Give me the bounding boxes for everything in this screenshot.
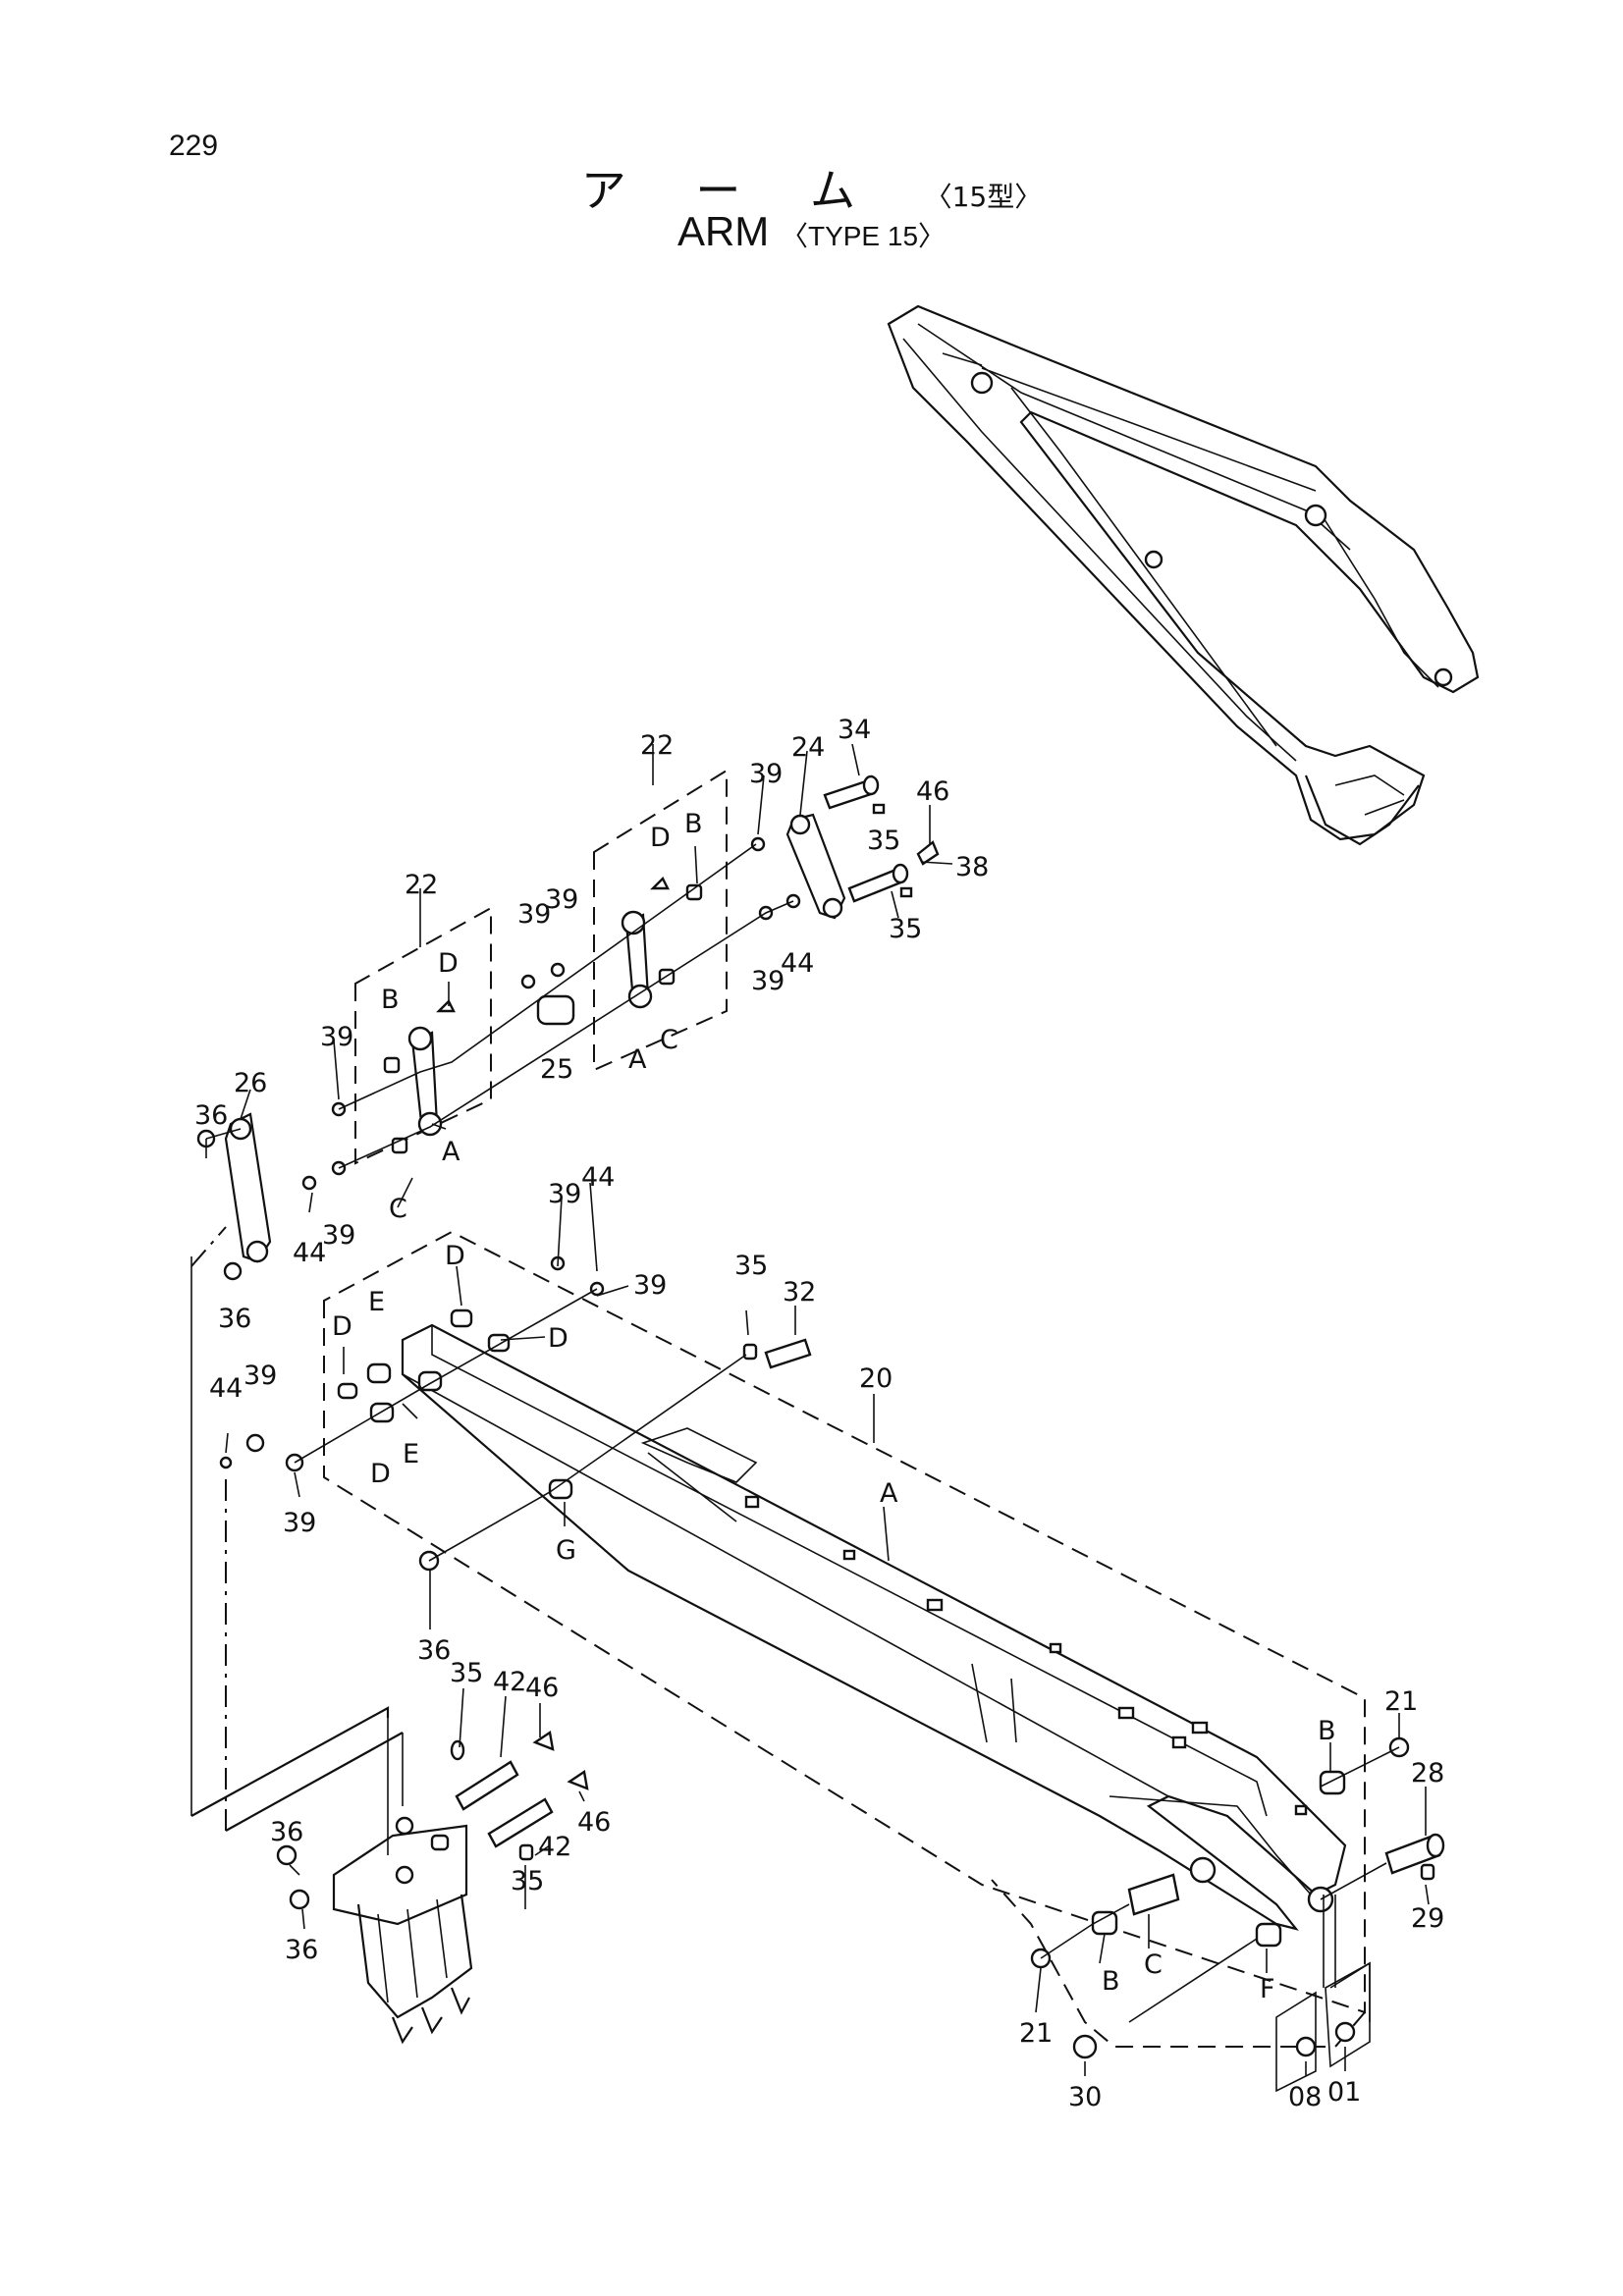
label-b-right: B <box>684 809 703 839</box>
label-36-a: 36 <box>194 1100 228 1131</box>
label-20: 20 <box>859 1363 893 1394</box>
label-44-c: 44 <box>581 1162 615 1193</box>
label-36-d: 36 <box>270 1817 303 1847</box>
label-28: 28 <box>1411 1758 1444 1789</box>
bushing-25 <box>536 994 575 1026</box>
label-39-a: 39 <box>749 759 783 789</box>
label-42-b: 42 <box>538 1832 571 1862</box>
label-35-d: 35 <box>450 1658 483 1688</box>
title-jp-type: 〈15型〉 <box>924 181 1043 213</box>
label-08: 08 <box>1288 2082 1322 2112</box>
title-jp-main: ア ー ム <box>580 164 883 217</box>
part-labels: 22 22 34 24 39 46 35 38 35 B D 39 39 44 … <box>194 715 1444 2112</box>
label-25: 25 <box>540 1054 573 1085</box>
label-39-f: 39 <box>322 1220 355 1251</box>
label-36-e: 36 <box>285 1935 318 1965</box>
label-e-lower: E <box>403 1439 419 1469</box>
label-30: 30 <box>1068 2082 1102 2112</box>
label-32: 32 <box>783 1277 816 1308</box>
bucket-outline <box>1304 774 1420 846</box>
label-38: 38 <box>955 852 989 882</box>
label-a-arm: A <box>880 1478 898 1509</box>
label-39-j: 39 <box>283 1508 316 1538</box>
label-d-mid: D <box>548 1323 568 1354</box>
label-39-e: 39 <box>320 1022 353 1052</box>
pin-42-upper <box>455 1760 519 1811</box>
label-c-tip: C <box>1144 1949 1163 1980</box>
excavator-overview-drawing <box>887 304 1480 846</box>
title-english: ARM 〈TYPE 15〉 <box>0 208 1623 255</box>
leader-lines <box>205 743 1430 2076</box>
pin-32 <box>764 1338 812 1369</box>
label-35-c: 35 <box>734 1251 768 1281</box>
label-d-top: D <box>445 1241 465 1271</box>
label-35-e: 35 <box>511 1866 544 1896</box>
label-21-b: 21 <box>1019 2018 1053 2049</box>
label-f: F <box>1260 1974 1275 2004</box>
label-b-tip: B <box>1318 1716 1336 1746</box>
arm-frame-outline <box>323 1230 1366 2048</box>
label-26: 26 <box>234 1068 267 1098</box>
label-b-left: B <box>381 985 400 1015</box>
label-39-b: 39 <box>517 899 551 930</box>
label-g: G <box>556 1535 576 1566</box>
arm-tip-parts <box>1030 1736 1445 2093</box>
label-35-b: 35 <box>889 914 922 944</box>
pin-42-lower <box>487 1797 554 1848</box>
label-36-b: 36 <box>218 1304 251 1334</box>
label-d-left-2: D <box>332 1311 352 1342</box>
label-39-h: 39 <box>633 1270 667 1301</box>
label-34: 34 <box>838 715 871 745</box>
label-39-g: 39 <box>548 1179 581 1209</box>
label-44-a: 44 <box>781 948 814 979</box>
label-c-left: C <box>389 1194 407 1224</box>
label-42-a: 42 <box>493 1667 526 1697</box>
label-35-a: 35 <box>867 826 900 856</box>
label-d-lower: D <box>370 1459 391 1489</box>
label-e-left: E <box>368 1287 385 1317</box>
label-d-left: D <box>438 948 459 979</box>
label-39-i: 39 <box>243 1361 277 1391</box>
label-46-a: 46 <box>916 776 949 807</box>
boom-foot-pin-icon <box>1434 667 1453 687</box>
label-01: 01 <box>1327 2077 1361 2108</box>
linkage-parts <box>196 774 940 1281</box>
label-a-left: A <box>442 1137 460 1167</box>
label-29: 29 <box>1411 1903 1444 1934</box>
title-en-main: ARM <box>676 208 770 254</box>
label-a-right: A <box>628 1044 647 1075</box>
label-39-d: 39 <box>751 966 784 996</box>
label-44-d: 44 <box>209 1373 243 1404</box>
label-24: 24 <box>791 732 825 763</box>
bushing-c-tip <box>1127 1873 1180 1916</box>
arm-cylinder-pin-icon <box>1144 550 1163 569</box>
label-39-c: 39 <box>545 884 578 915</box>
page-number: 229 <box>169 130 219 162</box>
label-b-lower-tip: B <box>1102 1966 1120 1997</box>
label-46-c: 46 <box>577 1807 611 1838</box>
label-22-left: 22 <box>405 870 438 900</box>
link-group-boxes <box>354 769 728 1165</box>
title-japanese: ア ー ム 〈15型〉 <box>0 155 1623 220</box>
label-44-b: 44 <box>293 1238 326 1268</box>
label-21-a: 21 <box>1384 1686 1418 1717</box>
label-46-b: 46 <box>525 1673 559 1703</box>
label-36-c: 36 <box>417 1635 451 1666</box>
label-d-right: D <box>650 823 671 853</box>
label-22-right: 22 <box>640 730 674 761</box>
arm-top-pin-icon <box>970 371 994 395</box>
label-c-right: C <box>660 1025 678 1055</box>
bucket-assembly-drawing <box>190 1226 589 2045</box>
boom-pin-icon <box>1304 504 1327 527</box>
title-en-type: 〈TYPE 15〉 <box>780 221 947 251</box>
